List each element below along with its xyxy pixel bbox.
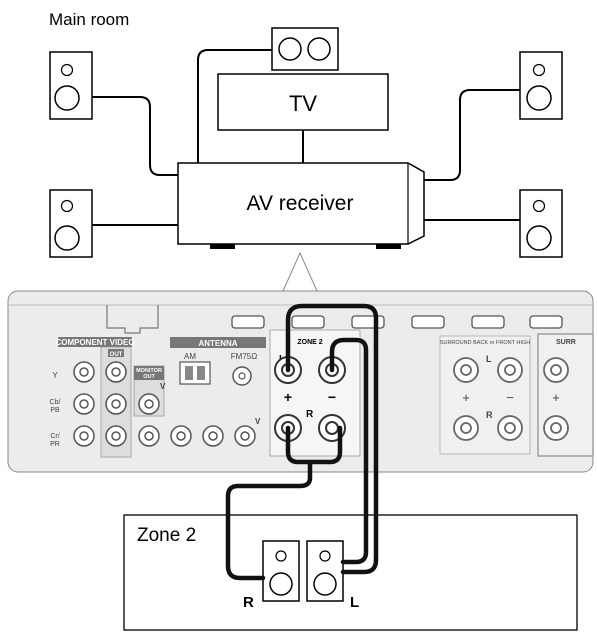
fm-label: FM75Ω [231, 352, 257, 361]
surround-back-minus-label: − [506, 390, 514, 405]
speaker-front-left [49, 51, 93, 120]
cr-label: Cr/ [50, 433, 59, 440]
zone2-right-speaker-label: R [243, 594, 254, 611]
rca-jacks-component [73, 361, 127, 447]
y-label: Y [52, 371, 58, 380]
main-room-label: Main room [49, 10, 129, 29]
zone2-speaker-cables [225, 303, 379, 581]
am-label: AM [184, 352, 196, 361]
component-video-label: COMPONENT VIDEO [55, 338, 134, 347]
out-label: OUT [110, 352, 123, 358]
speaker-surround-right [519, 189, 563, 258]
speaker-surround-left [49, 189, 93, 258]
receiver-label: AV receiver [247, 192, 354, 215]
cb-label: Cb/ [50, 399, 61, 406]
zone2-minus-label: − [328, 389, 336, 405]
tv: TV [217, 73, 389, 131]
speaker-front-right [519, 51, 563, 120]
v-label-input: V [255, 417, 261, 426]
zone2-speaker-left [306, 540, 344, 602]
surr-label: SURR [556, 339, 576, 346]
surround-back-label: SURROUND BACK or FRONT HIGH [440, 340, 530, 346]
surr-plus-label: + [552, 390, 560, 405]
pr-label: PR [50, 441, 60, 448]
zone2-label: Zone 2 [137, 525, 196, 546]
zone2-left-speaker-label: L [350, 594, 359, 611]
v-label-monitor: V [160, 382, 166, 391]
rear-panel: COMPONENT VIDEO OUT Y Cb/ PB Cr/ PR MONI… [7, 290, 594, 473]
zone2-terminal-label: ZONE 2 [297, 339, 322, 346]
pb-label: PB [50, 407, 60, 414]
surround-back-plus-label: + [462, 390, 470, 405]
monitor-out-label-2: OUT [143, 374, 155, 380]
zone2-plus-label: + [284, 389, 292, 405]
main-room-speaker-wires [92, 49, 520, 226]
zone2-r-label: R [306, 409, 314, 420]
zone2-speaker-right [262, 540, 300, 602]
tv-label: TV [289, 91, 317, 116]
surround-back-r-label: R [486, 410, 493, 420]
zoom-callout [282, 251, 318, 292]
monitor-out-label-1: MONITOR [136, 368, 162, 374]
antenna-label: ANTENNA [198, 339, 237, 348]
surround-back-l-label: L [486, 354, 492, 364]
speaker-center [271, 27, 339, 71]
av-receiver: AV receiver [177, 162, 425, 249]
